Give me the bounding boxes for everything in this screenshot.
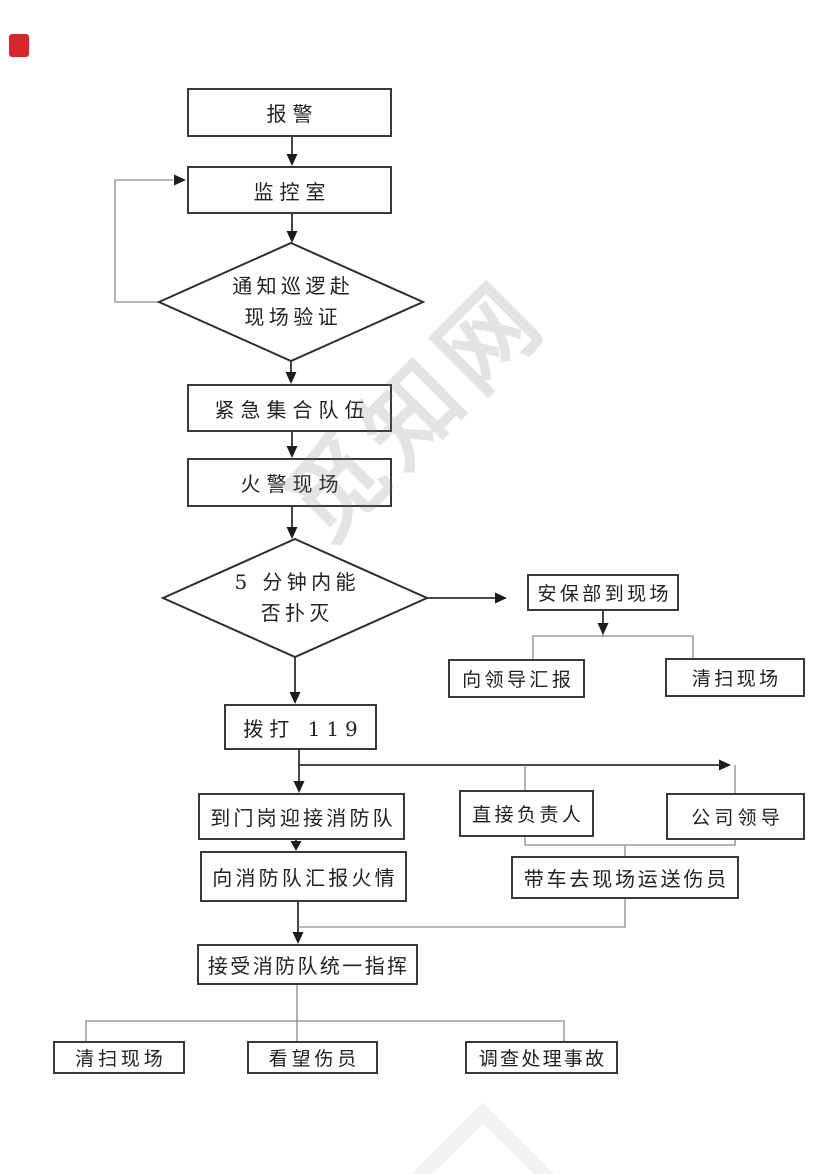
decision-diamond-extinguish-5min — [160, 537, 430, 659]
decision-diamond-patrol-verify — [156, 241, 426, 363]
decision-5min-line1: 5 分钟内能 — [234, 570, 360, 594]
decision-5min-line2: 否扑灭 — [260, 601, 334, 625]
decision-patrol-line1: 通知巡逻赴 — [232, 274, 355, 298]
node-visit-injured: 看望伤员 — [247, 1041, 378, 1074]
arrowheads — [174, 154, 731, 944]
node-drive-transport-injured: 带车去现场运送伤员 — [511, 856, 739, 899]
decision-patrol-line2: 现场验证 — [244, 305, 342, 329]
node-report-to-leaders: 向领导汇报 — [448, 659, 585, 698]
node-accept-unified-command: 接受消防队统一指挥 — [197, 944, 418, 985]
node-investigate-accident: 调查处理事故 — [465, 1041, 618, 1074]
thin-connector-lines — [85, 179, 736, 1041]
label-decision-extinguish-5min: 5 分钟内能 否扑灭 — [195, 563, 395, 633]
node-company-leaders: 公司领导 — [666, 793, 805, 840]
node-clean-scene-right: 清扫现场 — [665, 658, 805, 697]
node-dial-119: 拨打 119 — [224, 704, 377, 750]
node-clean-scene-bottom: 清扫现场 — [53, 1041, 185, 1074]
node-monitor-room: 监控室 — [187, 166, 392, 214]
node-direct-manager: 直接负责人 — [459, 790, 594, 837]
main-flow-lines — [290, 137, 719, 933]
node-report-fire-info: 向消防队汇报火情 — [200, 851, 407, 902]
label-decision-patrol-verify: 通知巡逻赴 现场验证 — [191, 267, 391, 337]
node-security-dept-arrive: 安保部到现场 — [527, 574, 679, 611]
node-meet-fire-brigade: 到门岗迎接消防队 — [198, 793, 405, 840]
node-fire-scene: 火警现场 — [187, 458, 392, 507]
brand-logo-badge — [9, 34, 29, 57]
node-assemble-team: 紧急集合队伍 — [187, 384, 392, 432]
node-alarm: 报警 — [187, 88, 392, 137]
